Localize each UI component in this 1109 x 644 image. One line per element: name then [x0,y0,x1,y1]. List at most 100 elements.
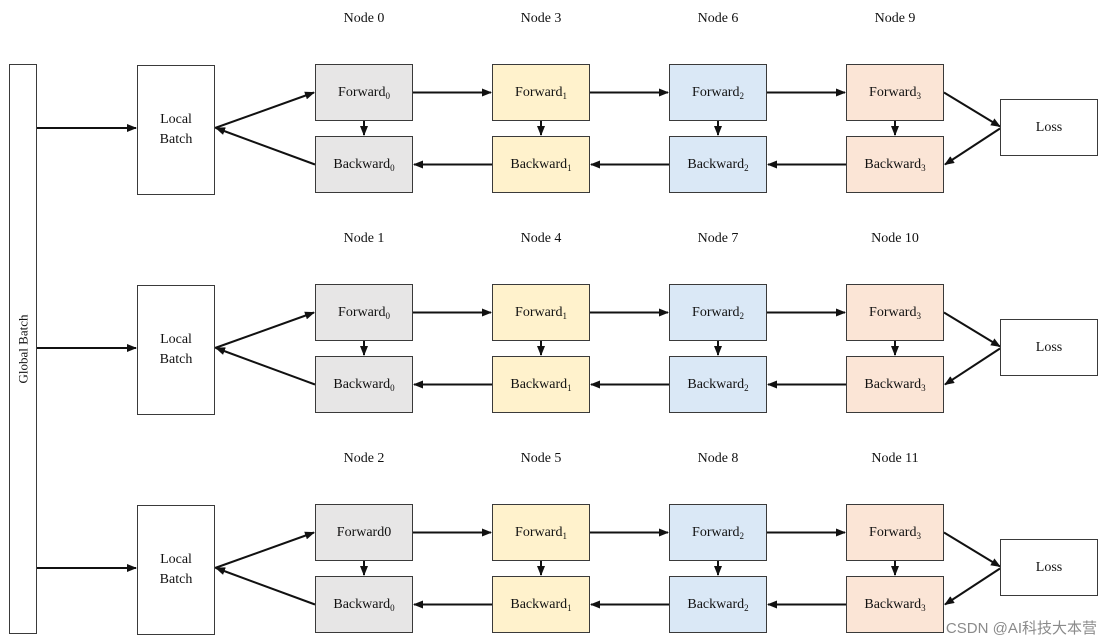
loss-label: Loss [1035,339,1063,355]
arrow-local-to-forward [214,91,315,129]
arrow-backward-to-local [215,567,316,606]
forward-box: Forward1 [492,64,590,121]
backward-box-label: Backward0 [333,375,394,395]
arrow-forward-to-loss [943,91,1001,128]
backward-box: Backward2 [669,576,767,633]
backward-box-label: Backward0 [333,155,394,175]
backward-box: Backward3 [846,136,944,193]
backward-box-text: Backward [333,596,391,612]
local-batch-line1: Local [160,112,192,127]
backward-box-text: Backward [333,156,391,172]
loss-label: Loss [1035,559,1063,575]
backward-box-label: Backward1 [510,375,571,395]
backward-box-text: Backward [333,376,391,392]
backward-box-subscript: 2 [744,382,749,393]
forward-box-text: Forward [515,524,563,540]
backward-box: Backward3 [846,576,944,633]
watermark: CSDN @AI科技大本营 [945,620,1097,637]
local-batch-line1: Local [160,332,192,347]
backward-box-label: Backward2 [687,375,748,395]
arrow-loss-to-backward [944,127,1001,166]
forward-box-text: Forward0 [336,524,392,540]
forward-box: Forward1 [492,504,590,561]
forward-box-text: Forward [692,84,740,100]
forward-box-text: Forward [869,524,917,540]
arrow-local-to-forward [214,531,315,569]
local-batch-line2: Batch [159,132,193,147]
backward-box: Backward1 [492,576,590,633]
backward-box-label: Backward1 [510,155,571,175]
forward-box-label: Forward1 [515,83,567,103]
forward-box-subscript: 2 [739,530,744,541]
forward-box-label: Forward3 [869,83,921,103]
local-batch-line2: Batch [159,352,193,367]
backward-box-text: Backward [510,376,568,392]
node-label: Node 9 [874,11,916,26]
forward-box-text: Forward [515,304,563,320]
backward-box-label: Backward2 [687,595,748,615]
local-batch-line1: Local [160,552,192,567]
backward-box-subscript: 2 [744,602,749,613]
forward-box: Forward2 [669,284,767,341]
forward-box: Forward3 [846,504,944,561]
loss-box: Loss [1000,539,1098,596]
backward-box: Backward3 [846,356,944,413]
backward-box-label: Backward1 [510,595,571,615]
backward-box-subscript: 1 [567,602,572,613]
node-label: Node 0 [343,11,385,26]
arrow-forward-to-loss [943,311,1001,348]
global-batch-box: Global Batch [9,64,37,634]
forward-box-label: Forward0 [338,83,390,103]
backward-box: Backward2 [669,136,767,193]
node-label: Node 2 [343,451,385,466]
backward-box-subscript: 0 [390,382,395,393]
forward-box-text: Forward [692,524,740,540]
forward-box-subscript: 0 [385,90,390,101]
node-label: Node 11 [871,451,919,466]
arrow-local-to-forward [214,311,315,349]
node-label: Node 8 [697,451,739,466]
forward-box-subscript: 1 [562,530,567,541]
forward-box-subscript: 3 [916,310,921,321]
backward-box-subscript: 1 [567,162,572,173]
forward-box: Forward0 [315,504,413,561]
arrow-backward-to-local [215,127,316,166]
backward-box: Backward2 [669,356,767,413]
backward-box-text: Backward [864,156,922,172]
backward-box: Backward0 [315,356,413,413]
forward-box-text: Forward [692,304,740,320]
forward-box-label: Forward2 [692,523,744,543]
backward-box-subscript: 0 [390,162,395,173]
node-label: Node 5 [520,451,562,466]
backward-box: Backward1 [492,136,590,193]
local-batch-line2: Batch [159,572,193,587]
backward-box: Backward1 [492,356,590,413]
arrow-loss-to-backward [944,347,1001,386]
forward-box-text: Forward [338,304,386,320]
forward-box-label: Forward3 [869,523,921,543]
forward-box-subscript: 3 [916,90,921,101]
backward-box-text: Backward [687,376,745,392]
forward-box-text: Forward [515,84,563,100]
forward-box: Forward3 [846,64,944,121]
arrow-backward-to-local [215,347,316,386]
backward-box-text: Backward [687,596,745,612]
backward-box-label: Backward3 [864,375,925,395]
backward-box: Backward0 [315,136,413,193]
forward-box-text: Forward [338,84,386,100]
forward-box-subscript: 2 [739,310,744,321]
forward-box-subscript: 1 [562,90,567,101]
backward-box-text: Backward [687,156,745,172]
forward-box: Forward1 [492,284,590,341]
forward-box-text: Forward [869,84,917,100]
forward-box-label: Forward1 [515,303,567,323]
backward-box-subscript: 3 [921,602,926,613]
backward-box-subscript: 0 [390,602,395,613]
forward-box-label: Forward2 [692,303,744,323]
